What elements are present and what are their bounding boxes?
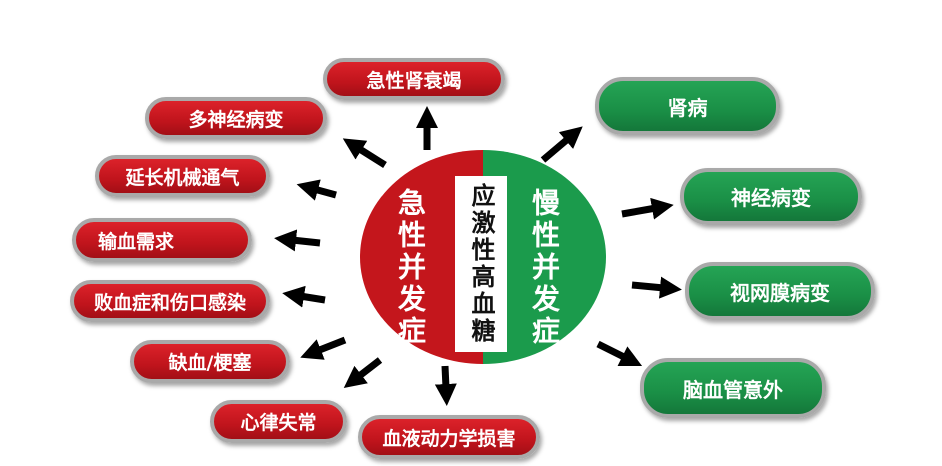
center-title-box: 应激性高血糖 [455, 176, 507, 352]
chronic-item-cerebrovascular-accident: 脑血管意外 [640, 358, 826, 418]
arrow-to-cerebrovascular [596, 340, 643, 367]
arrow-to-sepsis [282, 285, 326, 308]
chronic-item-retinopathy: 视网膜病变 [685, 262, 875, 320]
arrow-to-transfusion [274, 229, 321, 252]
acute-item-arrhythmia: 心律失常 [210, 400, 347, 443]
arrow-to-ischemia [300, 336, 347, 360]
acute-item-kidney-failure: 急性肾衰竭 [323, 58, 505, 100]
acute-item-hemodynamic-damage: 血液动力学损害 [358, 415, 540, 459]
chronic-item-neuropathy: 神经病变 [680, 168, 862, 225]
arrow-to-arrhythmia [343, 357, 383, 389]
chronic-item-nephropathy: 肾病 [595, 77, 780, 135]
acute-item-ischemia-infarction: 缺血/梗塞 [130, 340, 290, 383]
arrow-to-neuropathy [621, 197, 674, 220]
acute-item-transfusion: 输血需求 [72, 218, 252, 262]
acute-complications-label: 急性并发症 [394, 188, 427, 348]
arrow-to-nephropathy [540, 126, 583, 163]
arrow-to-hemodynamic [434, 365, 457, 406]
arrow-to-polyneuropathy [342, 138, 387, 168]
chronic-complications-label: 慢性并发症 [528, 188, 561, 348]
arrow-to-retinopathy [631, 276, 682, 299]
acute-item-prolonged-ventilation: 延长机械通气 [95, 155, 270, 197]
arrow-to-ventilation [296, 179, 337, 201]
center-title: 应激性高血糖 [467, 183, 495, 345]
acute-item-sepsis-wound-infection: 败血症和伤口感染 [70, 280, 270, 322]
acute-item-polyneuropathy: 多神经病变 [145, 97, 327, 139]
